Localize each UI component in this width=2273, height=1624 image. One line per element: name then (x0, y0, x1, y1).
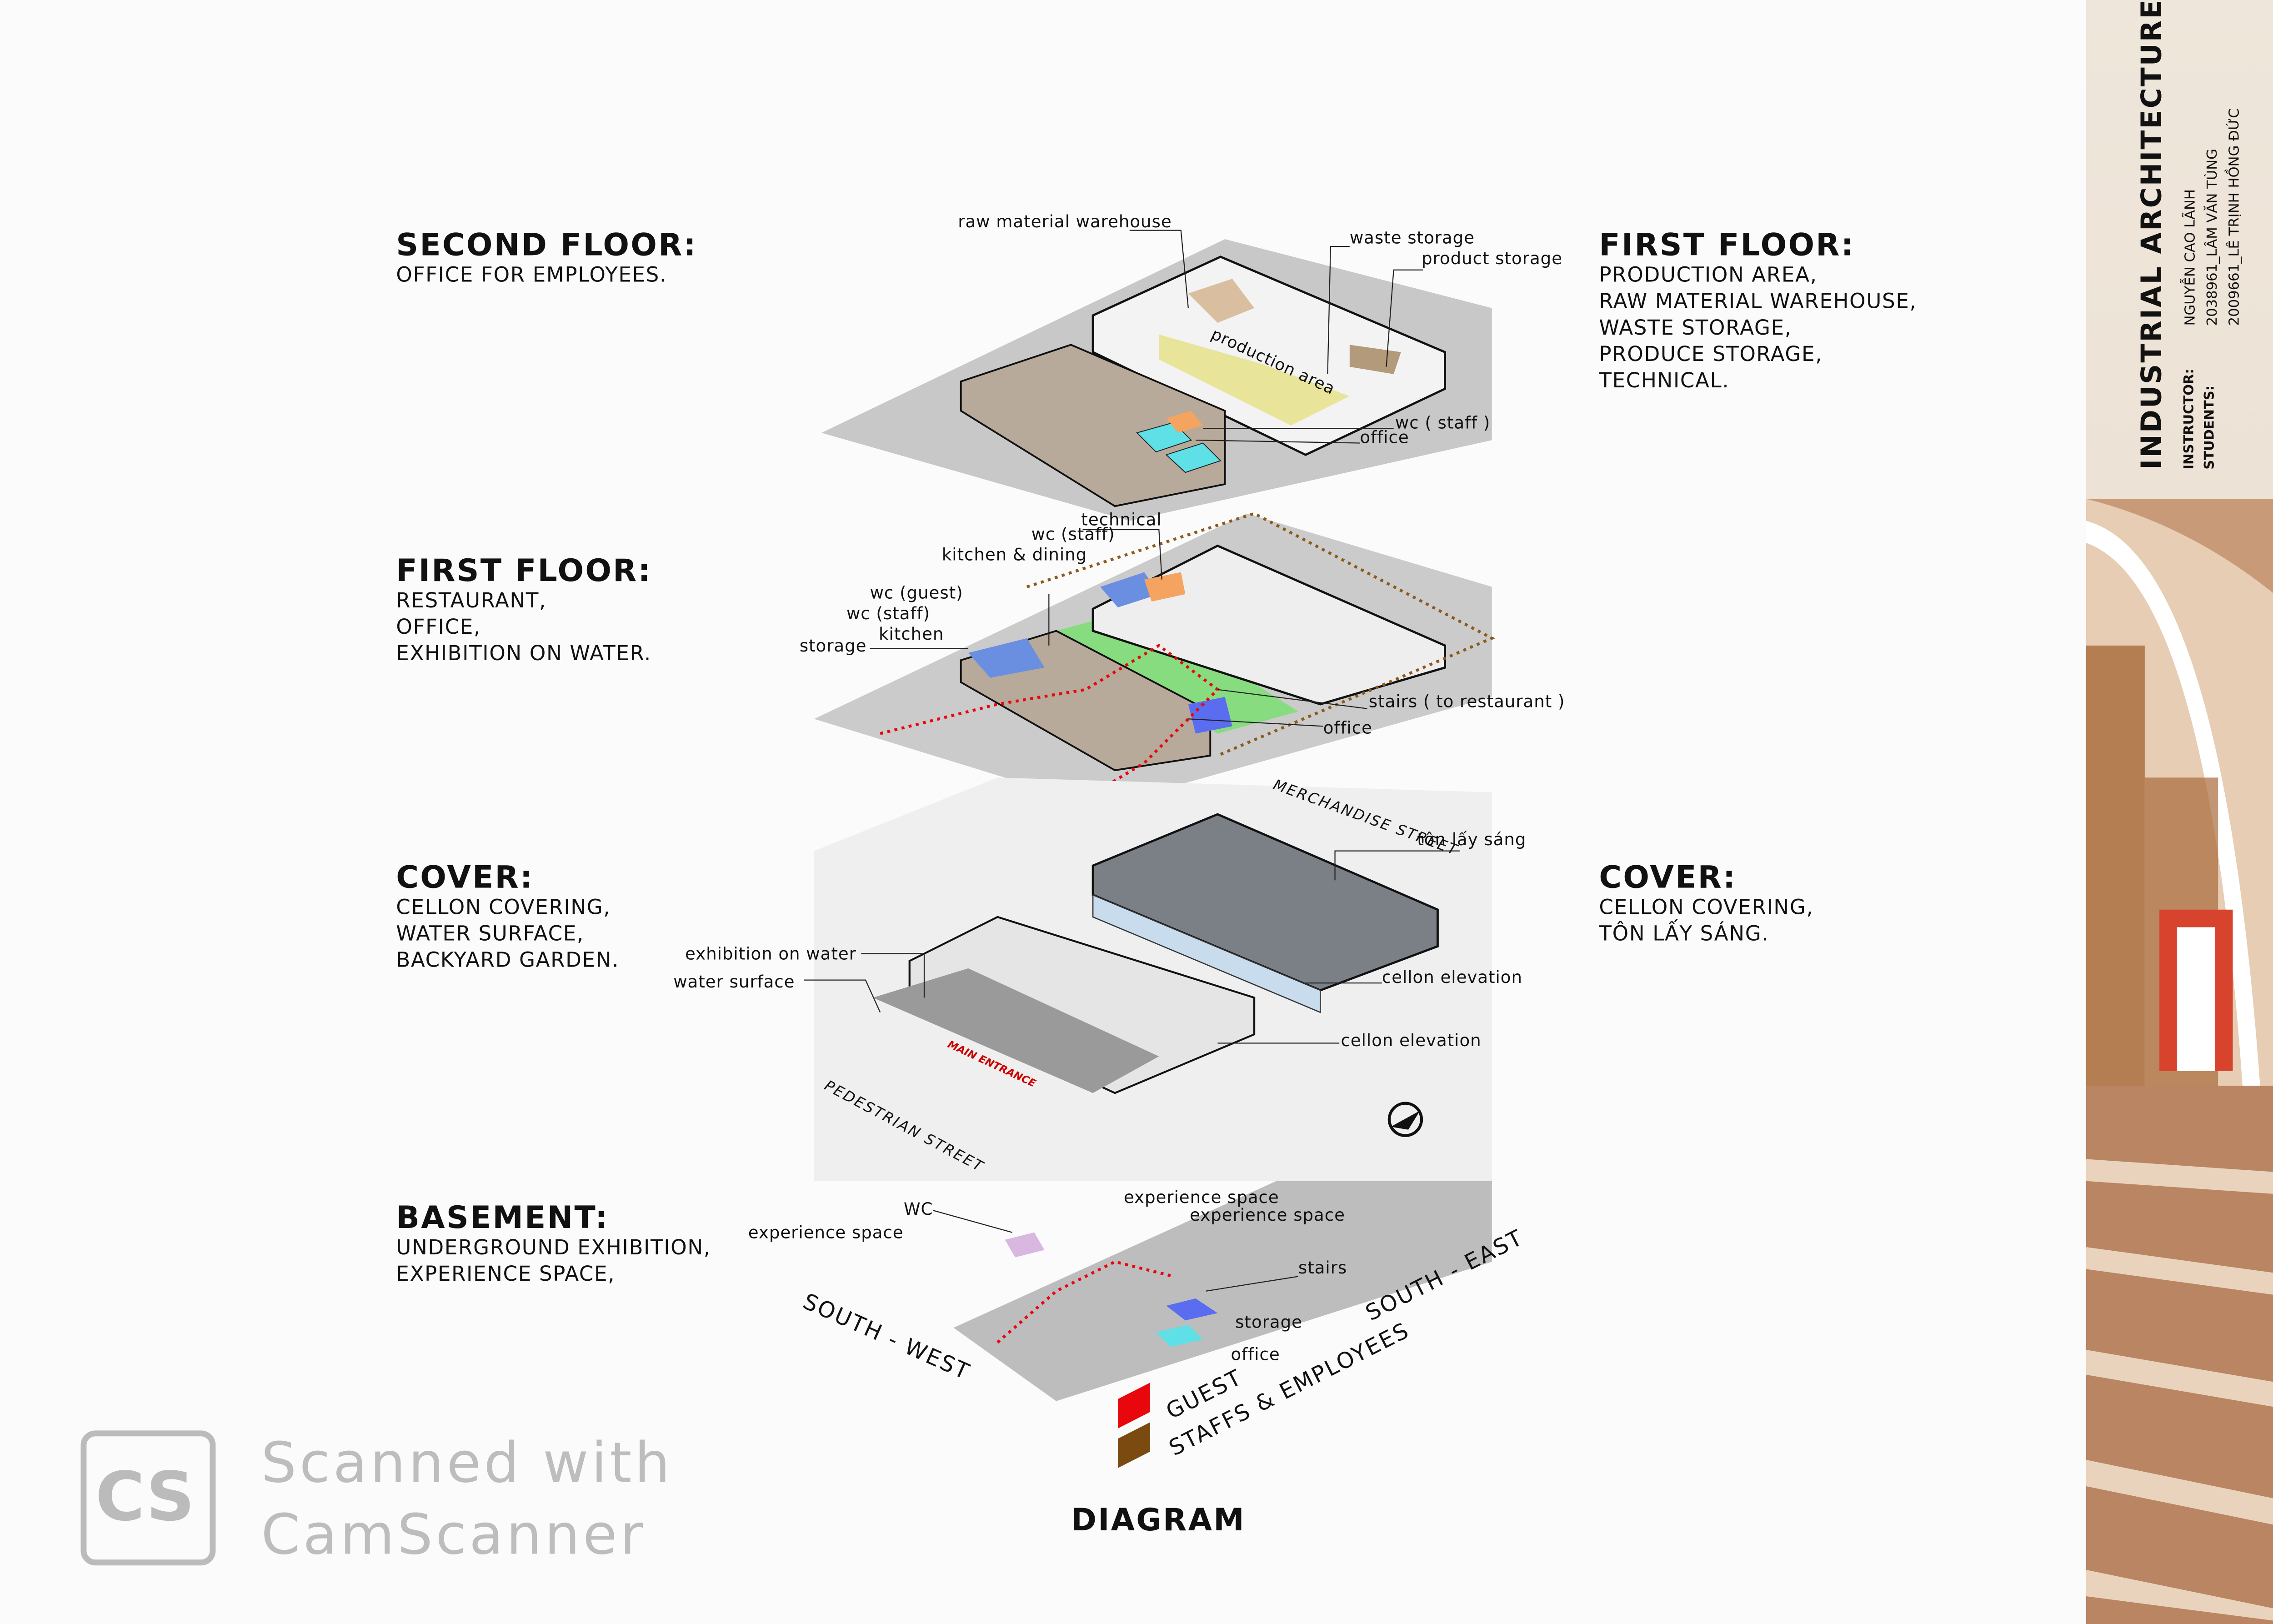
label-technical: technical (1081, 509, 1162, 530)
label-cellon-elevation-2: cellon elevation (1341, 1030, 1482, 1051)
staff-route (1026, 511, 1496, 757)
production-area (1159, 334, 1350, 426)
title-sidebar: INDUSTRIAL ARCHITECTURE INSTRUCTOR: STUD… (2086, 0, 2273, 1624)
label-wc: WC (903, 1198, 933, 1219)
label-wc-guest: wc (guest) (870, 582, 963, 603)
water-surface (873, 968, 1159, 1093)
caption-basement: BASEMENT: UNDERGROUND EXHIBITION, EXPERI… (396, 1200, 711, 1287)
office-room-mid (1188, 697, 1232, 734)
raw-material-zone (1188, 279, 1255, 323)
watermark-line1: Scanned with (261, 1430, 673, 1495)
label-stairs-restaurant: stairs ( to restaurant ) (1368, 691, 1565, 712)
guest-route (880, 643, 1220, 808)
wc-room (1166, 411, 1203, 433)
label-ton-lay-sang: tôn lấy sáng (1417, 829, 1527, 850)
label-stairs: stairs (1298, 1257, 1347, 1278)
north-arrow (1387, 1102, 1423, 1137)
label-experience-space-1: experience space (1123, 1187, 1279, 1208)
label-office-basement: office (1231, 1343, 1280, 1365)
caption-factory-first-floor: FIRST FLOOR: PRODUCTION AREA, RAW MATERI… (1599, 227, 1917, 393)
label-wc-staff: wc (staff) (1031, 524, 1115, 545)
camscanner-logo: CS (80, 1430, 216, 1566)
product-zone (1349, 345, 1401, 374)
guest-route-basement (996, 1260, 1174, 1344)
label-office-top: office (1360, 427, 1409, 448)
basement-office (1156, 1324, 1203, 1347)
garden (1056, 609, 1298, 734)
label-product-storage: product storage (1421, 248, 1563, 269)
label-waste-storage: waste storage (1349, 227, 1475, 248)
sheet-title: DIAGRAM (1071, 1502, 1246, 1538)
label-exhibition-water: exhibition on water (685, 943, 856, 964)
label-experience-space-2: experience space (1190, 1204, 1345, 1225)
caption-factory-cover: COVER: CELLON COVERING, TÔN LẤY SÁNG. (1599, 860, 1814, 947)
production-building (1091, 256, 1447, 456)
label-storage-basement: storage (1235, 1311, 1302, 1333)
office-wing (960, 344, 1226, 507)
label-water-surface: water surface (673, 971, 795, 992)
label-kitchen: kitchen (878, 623, 944, 644)
caption-first-floor: FIRST FLOOR: RESTAURANT, OFFICE, EXHIBIT… (396, 553, 652, 667)
basement-storage (1166, 1298, 1218, 1321)
label-wc-staff-top: wc ( staff ) (1395, 412, 1491, 433)
label-kitchen-dining: kitchen & dining (941, 544, 1087, 565)
kitchen-room (1100, 572, 1159, 607)
basement-slab (953, 1181, 1492, 1401)
label-experience-space-3: experience space (748, 1222, 904, 1243)
caption-cover: COVER: CELLON COVERING, WATER SURFACE, B… (396, 860, 620, 973)
leader-lines (804, 230, 1460, 1292)
label-cellon-elevation: cellon elevation (1382, 967, 1522, 987)
watermark-line2: CamScanner (261, 1502, 646, 1567)
cellon-elevation (1092, 894, 1321, 1013)
label-wc-staff-2: wc (staff) (846, 603, 930, 624)
basement-wc (1005, 1232, 1045, 1258)
caption-second-floor: SECOND FLOOR: OFFICE FOR EMPLOYEES. (396, 227, 697, 288)
north-arrow-head (1391, 1110, 1420, 1130)
technical-room (1144, 572, 1186, 602)
label-office-mid: office (1323, 717, 1372, 738)
label-storage: storage (799, 635, 867, 656)
label-raw-material: raw material warehouse (958, 211, 1172, 232)
storage-room (968, 638, 1045, 678)
office-room (1165, 442, 1222, 473)
interior-render (2086, 499, 2273, 1624)
